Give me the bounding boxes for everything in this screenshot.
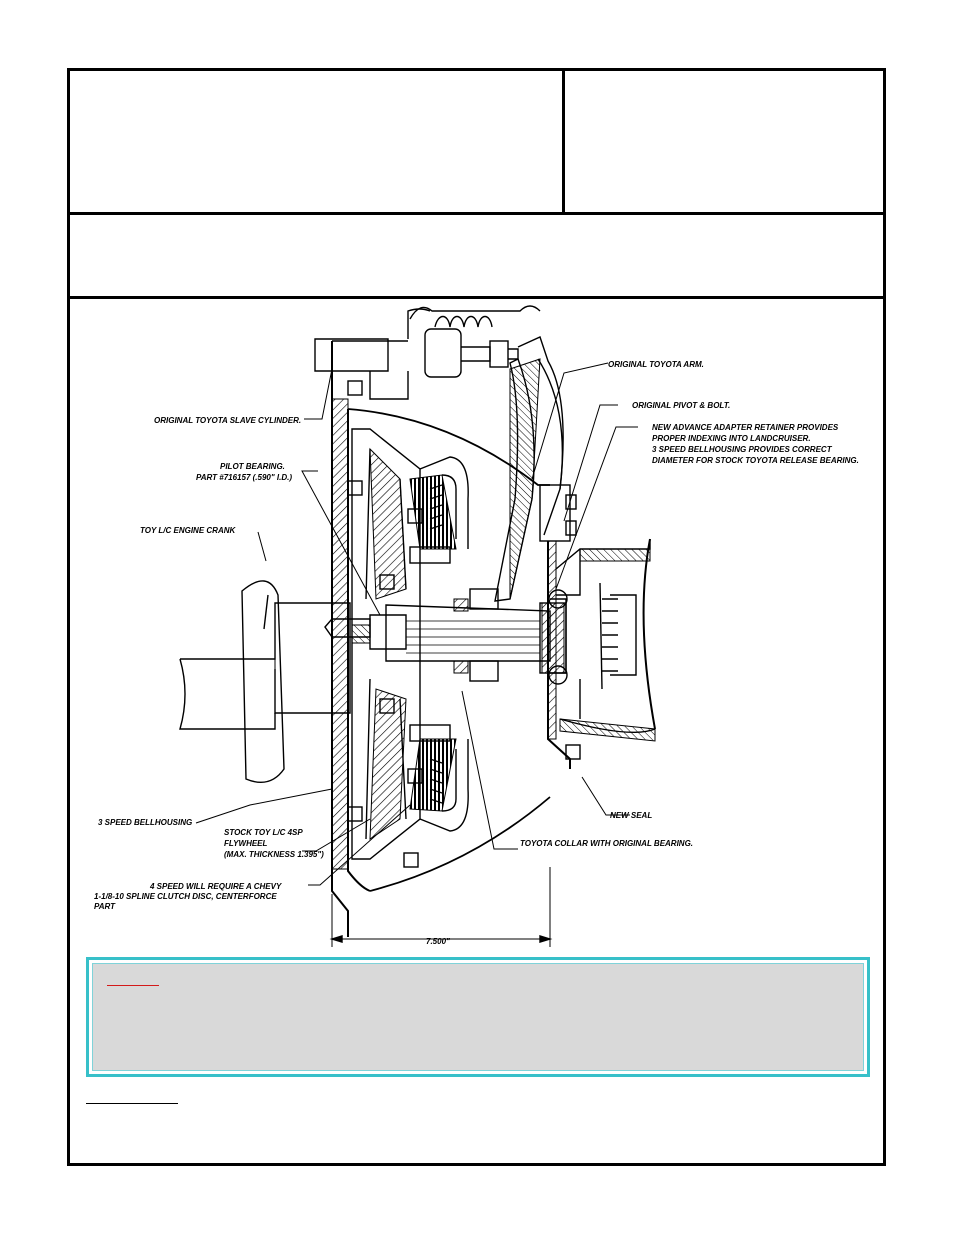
label-disc-1: 4 SPEED WILL REQUIRE A CHEVY <box>149 882 282 891</box>
header-info-cell <box>565 71 883 215</box>
label-pilot-bearing-2: PART #716157 (.590" I.D.) <box>196 473 292 482</box>
footer-underline <box>86 1103 178 1104</box>
note-heading-underline <box>107 985 159 986</box>
cross-section-diagram: ORIGINAL TOYOTA ARM. ORIGINAL PIVOT & BO… <box>94 305 859 947</box>
document-frame: ORIGINAL TOYOTA ARM. ORIGINAL PIVOT & BO… <box>67 68 886 1166</box>
clutch-assembly-drawing: ORIGINAL TOYOTA ARM. ORIGINAL PIVOT & BO… <box>70 299 883 959</box>
label-retainer-4: DIAMETER FOR STOCK TOYOTA RELEASE BEARIN… <box>652 456 859 465</box>
label-disc-3: PART <box>94 902 116 911</box>
note-box <box>86 957 870 1077</box>
dimension-label: 7.500" <box>426 937 450 946</box>
label-retainer-2: PROPER INDEXING INTO LANDCRUISER. <box>652 434 811 443</box>
label-new-seal: NEW SEAL <box>610 811 652 820</box>
label-pivot-bolt: ORIGINAL PIVOT & BOLT. <box>632 401 730 410</box>
label-pilot-bearing-1: PILOT BEARING. <box>220 462 285 471</box>
note-panel <box>92 963 864 1071</box>
label-disc-2: 1-1/8-10 SPLINE CLUTCH DISC, CENTERFORCE <box>94 892 277 901</box>
label-flywheel-2: FLYWHEEL <box>224 839 268 848</box>
label-flywheel-3: (MAX. THICKNESS 1.395") <box>224 850 324 859</box>
label-slave-cylinder: ORIGINAL TOYOTA SLAVE CYLINDER. <box>154 416 301 425</box>
label-engine-crank: TOY L/C ENGINE CRANK <box>140 526 236 535</box>
header-title-cell <box>70 71 565 215</box>
label-flywheel-1: STOCK TOY L/C 4SP <box>224 828 303 837</box>
label-retainer-3: 3 SPEED BELLHOUSING PROVIDES CORRECT <box>652 445 833 454</box>
subheader-cell <box>70 215 883 299</box>
label-collar: TOYOTA COLLAR WITH ORIGINAL BEARING. <box>520 839 693 848</box>
label-retainer-1: NEW ADVANCE ADAPTER RETAINER PROVIDES <box>652 423 839 432</box>
label-bellhousing: 3 SPEED BELLHOUSING <box>98 818 192 827</box>
label-toyota-arm: ORIGINAL TOYOTA ARM. <box>608 360 704 369</box>
